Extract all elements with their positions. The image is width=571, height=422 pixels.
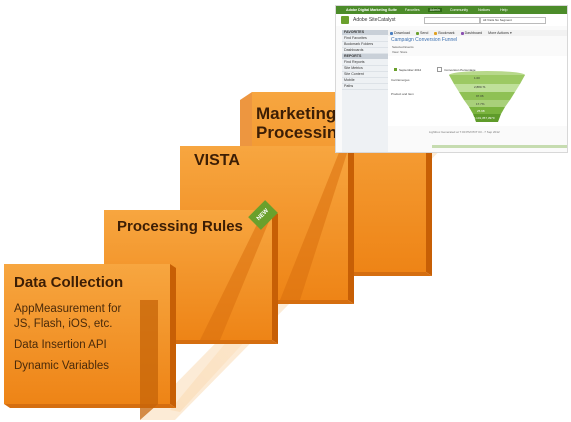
sidebar-item[interactable]: Find Reports	[342, 60, 388, 66]
funnel-step-label: Product and Item	[391, 92, 414, 96]
funnel-value: 1.00	[474, 76, 480, 80]
report-suite-select[interactable]	[424, 17, 480, 24]
funnel-legend: September 2012 Conversion Percentage	[394, 67, 476, 72]
download-icon	[390, 31, 393, 35]
report-footer: Lightbox Generated at 7:00 PM PDT 03 - 7…	[429, 130, 500, 134]
panel-data-collection	[4, 264, 176, 420]
sitecatalyst-logo-icon	[341, 16, 349, 24]
send-icon	[415, 31, 419, 35]
dashboard-button[interactable]: Dashboard	[460, 31, 482, 35]
panel-title-data-collection: Data Collection	[14, 274, 124, 291]
funnel-value: 25.98	[477, 109, 485, 113]
report-info: Selected Events View: Store	[392, 45, 414, 55]
sidebar: FAVORITES Find Favorites Bookmark Folder…	[342, 30, 388, 152]
funnel-graphic	[449, 71, 525, 122]
legend-item: Conversion Percentage	[437, 67, 476, 72]
brand-label: Adobe Digital Marketing Suite	[346, 8, 397, 12]
download-button[interactable]: Download	[390, 31, 410, 35]
footer-bar	[432, 145, 567, 148]
data-collection-list: AppMeasurement for JS, Flash, iOS, etc. …	[14, 302, 121, 380]
report-title: Campaign Conversion Funnel	[391, 37, 458, 43]
info-line: Selected Events	[392, 45, 414, 49]
sidebar-header-favorites[interactable]: FAVORITES	[342, 30, 388, 35]
chevron-down-icon: ▾	[509, 31, 512, 35]
tab-notices[interactable]: Notices	[478, 8, 491, 12]
bookmark-icon	[434, 31, 438, 35]
sidebar-item[interactable]: Site Content	[342, 72, 388, 78]
top-nav-bar: Adobe Digital Marketing Suite Favorites …	[336, 6, 567, 14]
list-item: Dynamic Variables	[14, 360, 110, 372]
tab-favorites[interactable]: Favorites	[404, 8, 420, 12]
funnel-value: 2,880.71	[474, 85, 486, 89]
more-actions-button[interactable]: More Actions▾	[488, 31, 512, 35]
legend-item: September 2012	[394, 67, 421, 72]
funnel-value: 97.06	[476, 94, 484, 98]
panel-title-processing-rules: Processing Rules	[117, 218, 243, 235]
list-item: AppMeasurement for JS, Flash, iOS, etc.	[14, 303, 122, 330]
funnel-step-label: Cart Emerges	[391, 78, 410, 82]
bookmark-button[interactable]: Bookmark	[434, 31, 455, 35]
sidebar-item[interactable]: Dashboards	[342, 48, 388, 54]
sidebar-item[interactable]: Bookmark Folders	[342, 42, 388, 48]
panel-title-vista: VISTA	[194, 152, 240, 169]
segment-select[interactable]: All Visits No Segment	[480, 17, 546, 24]
sidebar-header-reports[interactable]: REPORTS	[342, 54, 388, 59]
sidebar-item[interactable]: Find Favorites	[342, 36, 388, 42]
dashboard-icon	[460, 31, 464, 35]
tab-admin[interactable]: Admin	[427, 8, 442, 12]
app-logo-text: Adobe SiteCatalyst	[353, 17, 396, 23]
info-line: View: Store	[392, 50, 408, 54]
tab-help[interactable]: Help	[500, 8, 508, 12]
funnel-value: 16,101,357,3970	[472, 116, 495, 120]
sidebar-item[interactable]: Site Metrics	[342, 66, 388, 72]
list-item: Data Insertion API	[14, 339, 107, 351]
funnel-value: 17.7%	[476, 102, 485, 106]
report-toolbar: Download Send Bookmark Dashboard More Ac…	[388, 30, 567, 36]
sidebar-item[interactable]: Paths	[342, 84, 388, 90]
sidebar-item[interactable]: Mobile	[342, 78, 388, 84]
sitecatalyst-screenshot: Adobe Digital Marketing Suite Favorites …	[335, 5, 568, 153]
send-button[interactable]: Send	[415, 31, 428, 35]
tab-community[interactable]: Community	[449, 8, 469, 12]
